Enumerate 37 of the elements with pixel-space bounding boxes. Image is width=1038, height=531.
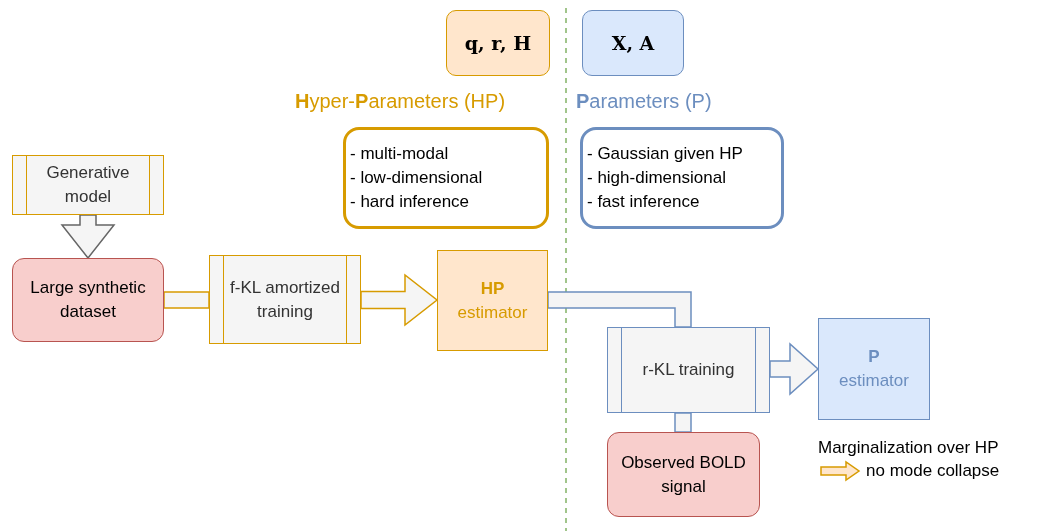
node-text: P: [868, 346, 880, 368]
data-box: [12, 258, 164, 342]
node-text: estimator: [457, 301, 528, 324]
node-text: - low-dimensional: [350, 167, 483, 189]
node-text: estimator: [839, 370, 909, 392]
connector-band: [674, 412, 692, 433]
section-heading: Hyper-Parameters (HP): [295, 90, 506, 113]
estimator-box: [818, 318, 930, 420]
connector-band: [163, 291, 210, 309]
block-arrow: [360, 273, 439, 327]
variable-box: [582, 10, 684, 76]
notes-box: [343, 127, 549, 229]
node-text: Large synthetic dataset: [29, 277, 147, 323]
block-arrow: [769, 342, 820, 396]
node-text: - multi-modal: [350, 143, 449, 165]
math-text: X, A: [611, 31, 655, 55]
note-text: no mode collapse: [866, 461, 1000, 481]
node-text: - high-dimensional: [587, 167, 726, 189]
section-heading: Parameters (P): [576, 90, 712, 113]
process-box: [209, 255, 361, 344]
node-text: r-KL training: [642, 359, 735, 381]
note-text: Marginalization over HP: [818, 438, 999, 458]
node-text: - hard inference: [350, 191, 470, 213]
math-text: q, r, H: [464, 31, 532, 55]
data-box: [607, 432, 760, 517]
node-text: Observed BOLD signal: [620, 451, 747, 498]
variable-box: [446, 10, 550, 76]
node-text: - fast inference: [587, 191, 700, 213]
node-text: f-KL amortized training: [229, 276, 341, 323]
block-arrow: [60, 214, 116, 260]
node-text: HP: [480, 277, 505, 300]
notes-box: [580, 127, 784, 229]
estimator-box: [437, 250, 548, 351]
node-text: Generative model: [45, 162, 131, 208]
process-box: [12, 155, 164, 215]
connector-band: [547, 291, 692, 328]
node-text: - Gaussian given HP: [587, 143, 743, 165]
